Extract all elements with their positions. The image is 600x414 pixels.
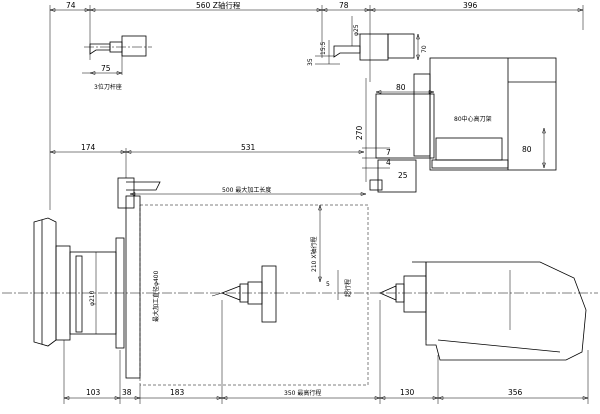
overtravel-label: 超行程 <box>344 279 352 297</box>
dim-80-right: 80 <box>522 145 532 154</box>
dim-350-max-travel: 350 最高行程 <box>284 389 321 397</box>
dim-4: 4 <box>386 158 391 167</box>
dim-356: 356 <box>508 388 523 397</box>
dim-78: 78 <box>339 1 349 10</box>
dim-max-diameter-400: 最大加工直径φ400 <box>152 270 160 322</box>
dim-7: 7 <box>386 148 391 157</box>
turret-head: 80 80 80中心高刀架 270 7 4 25 <box>355 57 557 193</box>
dim-38: 38 <box>122 388 132 397</box>
dim-25b: 25 <box>398 171 408 180</box>
dim-35: 35 <box>307 58 314 66</box>
dim-560-z-travel: 560 Z轴行程 <box>196 0 241 10</box>
dim-210-x-travel: 210 X轴行程 <box>310 237 318 272</box>
tailstock <box>379 261 587 361</box>
turning-envelope: 210 X轴行程 最大加工直径φ400 5 超行程 <box>125 195 369 386</box>
dim-396: 396 <box>463 1 478 10</box>
dim-70: 70 <box>421 45 428 53</box>
tool-holder-left: 75 3位刀杆座 <box>82 35 152 91</box>
dim-80-top: 80 <box>396 83 406 92</box>
dim-74: 74 <box>66 1 76 10</box>
dim-5: 5 <box>326 281 330 288</box>
tool-holder-right: φ25 15.5 35 70 <box>307 16 428 66</box>
bottom-dimension-chain: 103 38 183 350 最高行程 130 356 <box>63 300 589 404</box>
dim-174: 174 <box>81 143 96 152</box>
dim-500-max-length: 500 最大加工长度 <box>222 186 271 194</box>
turret-center-height-label: 80中心高刀架 <box>454 115 492 123</box>
dim-103: 103 <box>86 388 101 397</box>
dim-75: 75 <box>101 64 111 73</box>
dim-183: 183 <box>170 388 185 397</box>
top-dimension-chain: 74 560 Z轴行程 78 396 <box>49 0 584 210</box>
tool-holder-label: 3位刀杆座 <box>94 83 122 91</box>
dim-phi25: φ25 <box>353 24 360 36</box>
dim-531: 531 <box>241 143 256 152</box>
dim-15-5: 15.5 <box>320 41 327 55</box>
dim-270: 270 <box>355 125 364 140</box>
middle-dimensions: 174 531 500 最大加工长度 <box>49 143 367 196</box>
dim-130: 130 <box>400 388 415 397</box>
workpiece-center <box>211 265 277 323</box>
dim-phi210: φ210 <box>89 290 96 306</box>
spindle-chuck: φ210 <box>33 177 161 349</box>
